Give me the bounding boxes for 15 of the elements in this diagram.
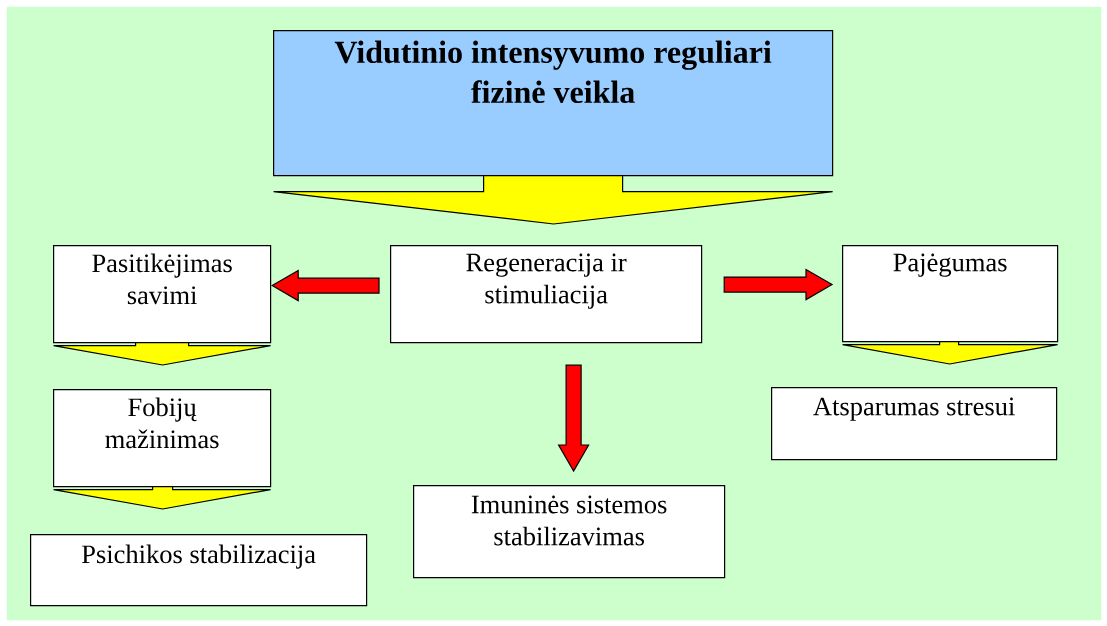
callout-arrow — [53, 486, 272, 510]
process-box: Regeneracija ir stimuliacija — [390, 245, 703, 344]
process-box: Imuninės sistemos stabilizavimas — [413, 485, 726, 579]
block-arrow — [557, 364, 590, 473]
callout-arrow — [273, 175, 834, 225]
process-box: Atsparumas stresui — [771, 387, 1058, 461]
process-box: Psichikos stabilizacija — [30, 534, 368, 607]
callout-arrow — [53, 342, 272, 366]
process-box: Fobijų mažinimas — [53, 389, 272, 488]
callout-arrow — [842, 341, 1059, 365]
process-box: Pasitikėjimas savimi — [53, 245, 272, 344]
title-box: Vidutinio intensyvumo reguliari fizinė veikla — [273, 30, 834, 177]
block-arrow — [271, 269, 380, 302]
process-box: Pajėgumas — [842, 245, 1059, 343]
block-arrow — [723, 268, 834, 301]
